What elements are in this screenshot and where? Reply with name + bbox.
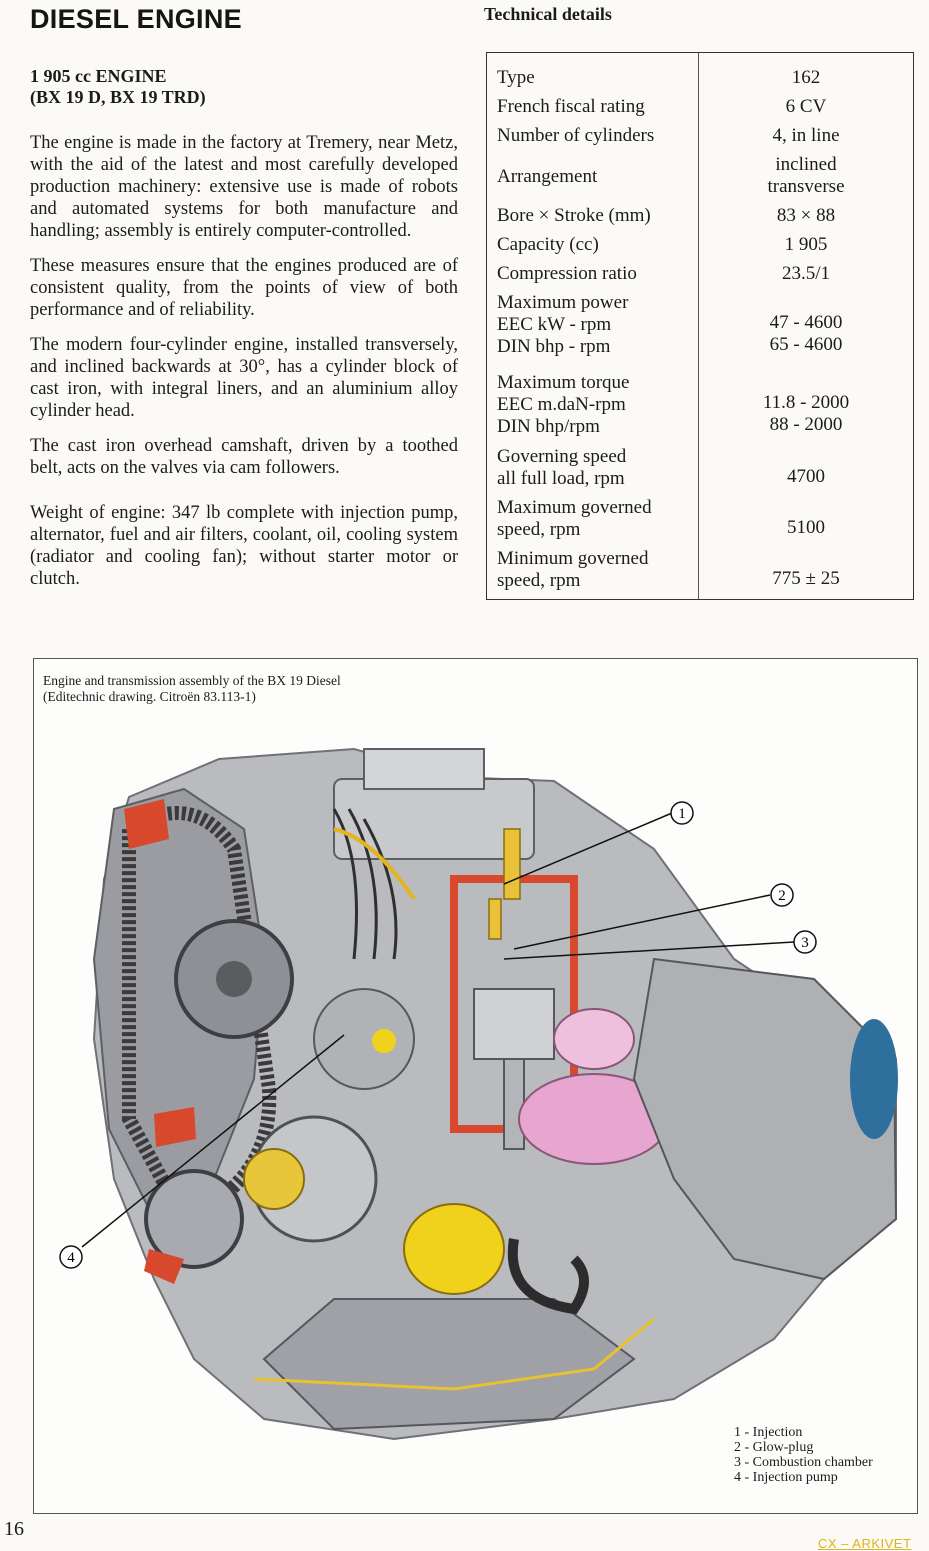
paragraph-factory: The engine is made in the factory at Tre…: [30, 133, 458, 241]
engine-heading: 1 905 cc ENGINE (BX 19 D, BX 19 TRD): [30, 66, 206, 108]
spec-value: 6 CV: [785, 96, 827, 117]
figure-caption-line1: Engine and transmission assembly of the …: [43, 673, 341, 688]
callout-leader-3: [503, 941, 795, 960]
spec-label: Governing speed all full load, rpm: [497, 446, 627, 489]
spec-label: Maximum governed speed, rpm: [497, 497, 652, 540]
technical-details-table: Type 162 French fiscal rating 6 CV Numbe…: [486, 52, 914, 600]
figure-caption: Engine and transmission assembly of the …: [43, 673, 341, 705]
legend-item: 1 - Injection: [734, 1425, 803, 1440]
spec-value: 5100: [787, 517, 825, 538]
spec-label: Minimum governed speed, rpm: [497, 548, 649, 591]
spec-label: French fiscal rating: [497, 96, 645, 117]
glow-plug: [488, 898, 502, 940]
injector: [503, 828, 521, 900]
archive-watermark: CX – ARKIVET: [818, 1536, 912, 1551]
spec-value: 162: [791, 67, 821, 88]
injection-pipes: [332, 808, 398, 960]
timing-cutaway-red: [124, 799, 196, 1284]
engine-heading-line1: 1 905 cc ENGINE: [30, 66, 167, 86]
oil-filter: [403, 1203, 505, 1295]
flywheel-housing-blue: [850, 1019, 898, 1139]
spec-label: Arrangement: [497, 166, 598, 187]
gearbox-casing: [632, 957, 898, 1281]
paragraph-weight: Weight of engine: 347 lb complete with i…: [30, 503, 458, 589]
callout-circle-1: [670, 801, 694, 825]
spec-label: Type: [497, 67, 535, 88]
spec-label: Bore × Stroke (mm): [497, 205, 651, 226]
spec-value: inclined transverse: [767, 154, 845, 197]
injection-pump-yellow-fitting: [372, 1029, 396, 1053]
figure-caption-line2: (Editechnic drawing. Citroën 83.113-1): [43, 689, 256, 704]
technical-details-heading: Technical details: [484, 4, 612, 24]
piston: [473, 988, 555, 1060]
crankshaft-pulley: [144, 1169, 244, 1269]
paragraph-camshaft: The cast iron overhead camshaft, driven …: [30, 436, 458, 478]
page-number: 16: [4, 1518, 24, 1540]
legend-item: 2 - Glow-plug: [734, 1440, 814, 1455]
spec-value: 11.8 - 2000 88 - 2000: [762, 392, 850, 435]
spec-value: 1 905: [784, 234, 828, 255]
spec-value: 775 ± 25: [772, 568, 840, 589]
paragraph-layout: The modern four-cylinder engine, install…: [30, 335, 458, 421]
connecting-rod: [503, 1058, 525, 1150]
figure-legend: 1 - Injection 2 - Glow-plug 3 - Combusti…: [734, 1425, 873, 1485]
spec-label: Number of cylinders: [497, 125, 655, 146]
callout-leader-4: [81, 1034, 345, 1248]
spec-value: 23.5/1: [781, 263, 831, 284]
spec-value: 47 - 4600 65 - 4600: [769, 312, 843, 355]
spec-label: Maximum power EEC kW - rpm DIN bhp - rpm: [497, 292, 629, 357]
spec-label: Maximum torque EEC m.daN-rpm DIN bhp/rpm: [497, 372, 630, 437]
callout-circle-2: [770, 883, 794, 907]
table-divider: [698, 53, 699, 599]
starter-solenoid: [553, 1008, 635, 1070]
camshaft-pulley-hub: [216, 961, 252, 997]
alternator-fan: [243, 1148, 305, 1210]
engine-description: The engine is made in the factory at Tre…: [30, 132, 458, 603]
paragraph-quality: These measures ensure that the engines p…: [30, 256, 458, 320]
page-title: DIESEL ENGINE: [30, 4, 242, 34]
spec-label: Capacity (cc): [497, 234, 599, 255]
injection-pump-body: [313, 988, 415, 1090]
callout-leader-1: [503, 812, 673, 885]
rocker-cover-cutaway: [363, 748, 485, 790]
spec-value: 4, in line: [772, 125, 840, 146]
callout-number-2: 2: [778, 888, 786, 904]
yellow-oil-line: [253, 1317, 655, 1391]
sump: [262, 1298, 636, 1431]
timing-cover: [92, 787, 266, 1221]
spec-label: Compression ratio: [497, 263, 637, 284]
callout-number-1: 1: [678, 806, 686, 822]
callout-circle-3: [793, 930, 817, 954]
callout-number-4: 4: [67, 1250, 75, 1266]
callout-circle-4: [59, 1245, 83, 1269]
legend-item: 3 - Combustion chamber: [734, 1455, 873, 1470]
engine-cutaway-drawing: 1 2 3 4: [59, 747, 898, 1441]
engine-figure: 1 2 3 4 Engine and transmission assembly…: [33, 658, 918, 1514]
spec-value: 83 × 88: [776, 205, 836, 226]
coolant-hose: [507, 1238, 589, 1315]
callout-number-3: 3: [801, 935, 809, 951]
engine-heading-line2: (BX 19 D, BX 19 TRD): [30, 87, 206, 107]
injection-pipes-yellow: [333, 827, 416, 901]
spec-value: 4700: [787, 466, 825, 487]
callout-leader-2: [513, 894, 771, 950]
legend-item: 4 - Injection pump: [734, 1470, 838, 1485]
